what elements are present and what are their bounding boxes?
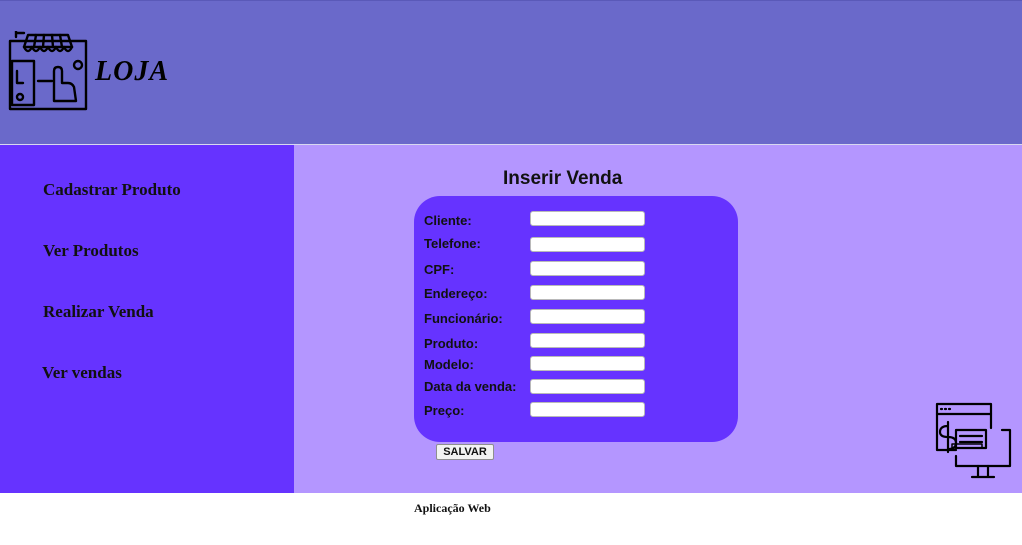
- label-funcionario: Funcionário:: [424, 311, 503, 326]
- footer-text: Aplicação Web: [414, 501, 491, 515]
- sidebar: Cadastrar Produto Ver Produtos Realizar …: [0, 145, 294, 493]
- label-cliente: Cliente:: [424, 213, 472, 228]
- nav-item-realizar-venda[interactable]: Realizar Venda: [43, 302, 154, 321]
- label-produto: Produto:: [424, 336, 479, 351]
- telefone-input[interactable]: [530, 237, 645, 252]
- form-title: Inserir Venda: [503, 168, 623, 189]
- brand-title: LOJA: [95, 56, 169, 87]
- nav-item-cadastrar-produto[interactable]: Cadastrar Produto: [43, 180, 181, 199]
- nav-item-ver-vendas[interactable]: Ver vendas: [42, 363, 122, 382]
- modelo-input[interactable]: [530, 356, 645, 371]
- label-preco: Preço:: [424, 403, 465, 418]
- data-da-venda-input[interactable]: [530, 379, 645, 394]
- label-cpf: CPF:: [424, 262, 455, 277]
- endereco-input[interactable]: [530, 285, 645, 300]
- nav-item-ver-produtos[interactable]: Ver Produtos: [43, 241, 139, 260]
- label-telefone: Telefone:: [424, 236, 481, 251]
- label-modelo: Modelo:: [424, 357, 474, 372]
- funcionario-input[interactable]: [530, 309, 645, 324]
- cliente-input[interactable]: [530, 211, 645, 226]
- label-data-da-venda: Data da venda:: [424, 379, 517, 394]
- preco-input[interactable]: [530, 402, 645, 417]
- produto-input[interactable]: [530, 333, 645, 348]
- header-divider: [0, 144, 1022, 145]
- store-touch-icon: [8, 31, 88, 111]
- online-payment-computer-icon: [935, 402, 1012, 479]
- header: LOJA: [0, 0, 1022, 144]
- cpf-input[interactable]: [530, 261, 645, 276]
- label-endereco: Endereço:: [424, 286, 488, 301]
- save-button[interactable]: SALVAR: [436, 444, 494, 460]
